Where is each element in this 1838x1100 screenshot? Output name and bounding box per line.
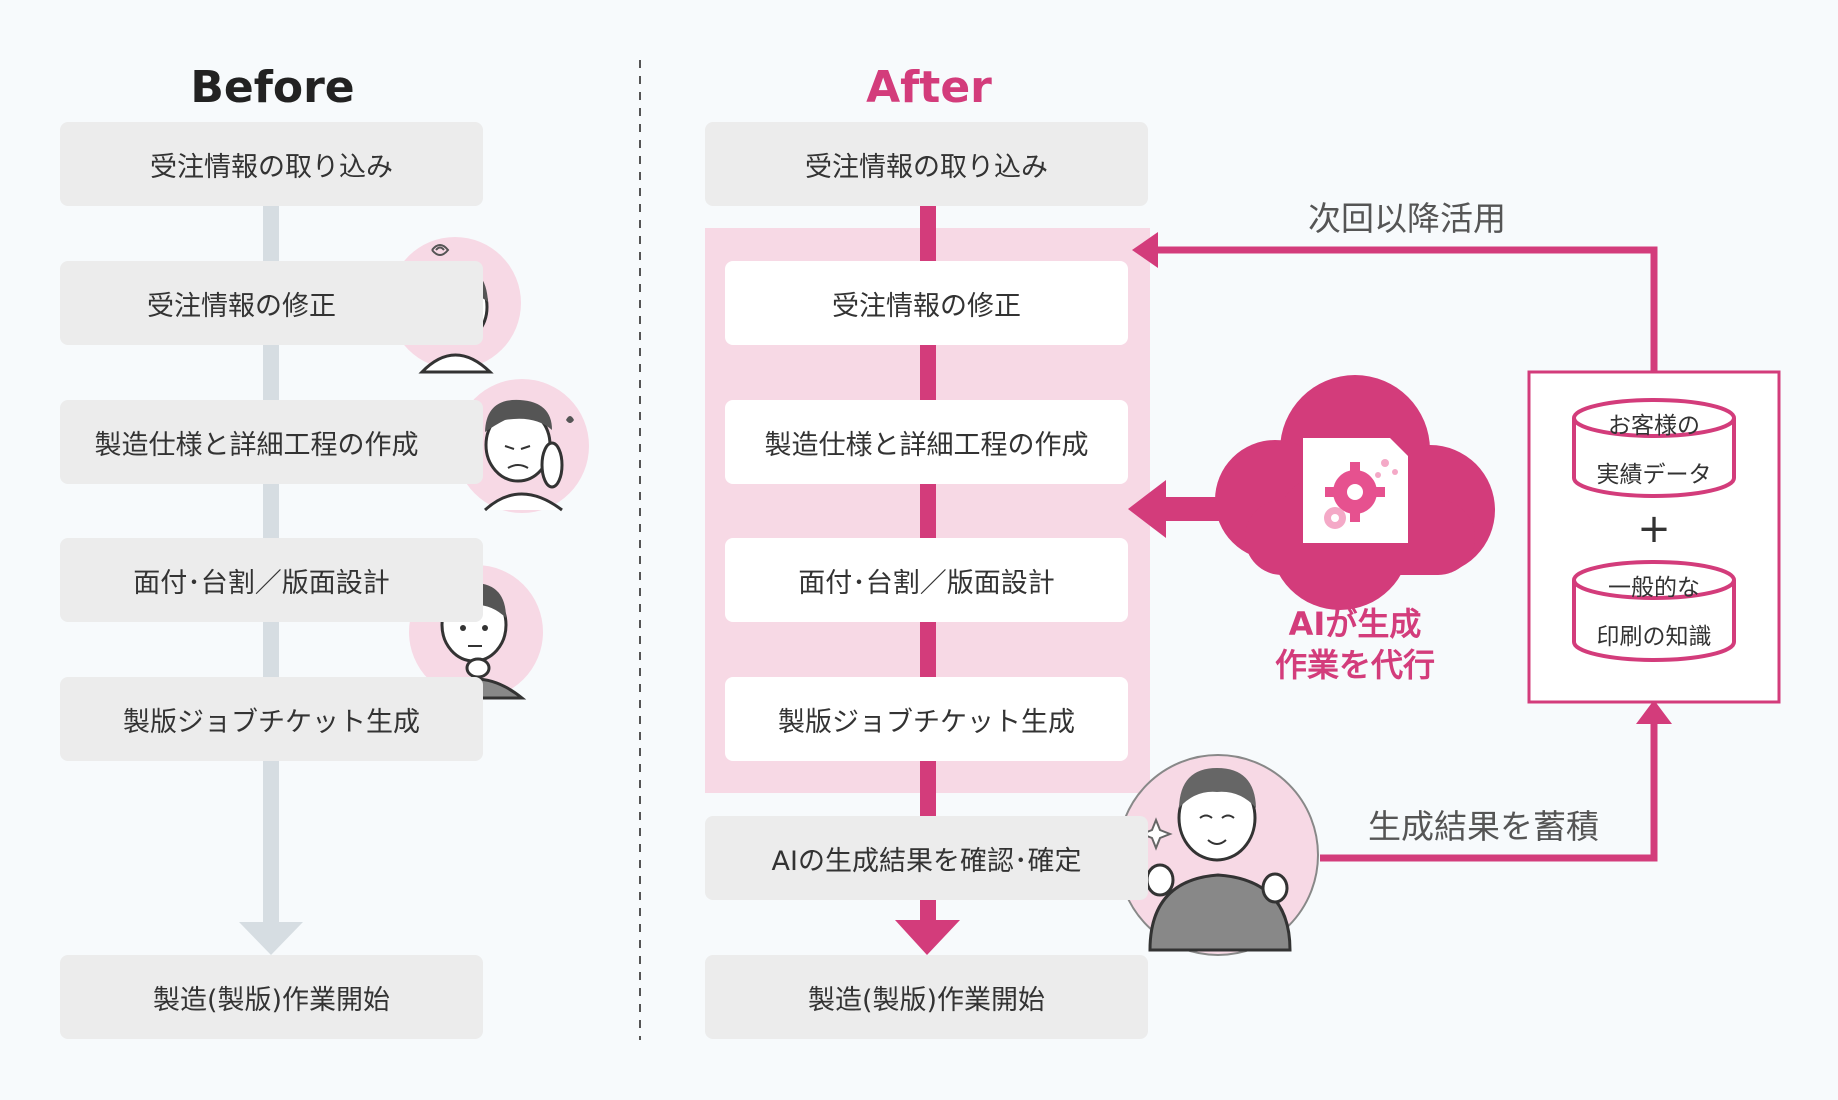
before-step-jobticket: 製版ジョブチケット生成	[60, 677, 483, 761]
after-arrow-head	[895, 920, 960, 955]
ai-document-icon	[1303, 438, 1408, 543]
ai-label: AIが生成 作業を代行	[1245, 604, 1465, 686]
plus-sign: +	[1637, 506, 1671, 552]
after-step-jobticket: 製版ジョブチケット生成	[725, 677, 1128, 761]
db-cylinder-2	[1572, 560, 1736, 662]
ai-arrow-line	[1160, 497, 1250, 521]
worker-stressed-avatar	[455, 379, 589, 513]
after-title: After	[866, 62, 992, 113]
after-step-review: AIの生成結果を確認･確定	[705, 816, 1148, 900]
before-step-import: 受注情報の取り込み	[60, 122, 483, 206]
before-step-final: 製造(製版)作業開始	[60, 955, 483, 1039]
reuse-label: 次回以降活用	[1308, 199, 1506, 238]
accumulate-arrow-head	[1636, 700, 1672, 724]
before-step-imposition: 面付･台割／版面設計	[60, 538, 483, 622]
accumulate-label: 生成結果を蓄積	[1368, 807, 1599, 846]
db2-line1: 一般的な	[1608, 575, 1700, 601]
db-cylinder-1	[1572, 398, 1736, 498]
after-step-imposition: 面付･台割／版面設計	[725, 538, 1128, 622]
before-arrow-head	[239, 922, 303, 955]
reuse-arrow-line	[1148, 246, 1658, 372]
before-step-correct: 受注情報の修正	[60, 261, 483, 345]
ai-arrow-head	[1128, 480, 1166, 538]
before-step-spec: 製造仕様と詳細工程の作成	[60, 400, 483, 484]
ai-label-line1: AIが生成	[1288, 605, 1422, 643]
after-step-final: 製造(製版)作業開始	[705, 955, 1148, 1039]
db2-line2: 印刷の知識	[1596, 624, 1712, 650]
db1-line1: お客様の	[1608, 413, 1700, 439]
after-step-correct: 受注情報の修正	[725, 261, 1128, 345]
reuse-arrow-head	[1132, 232, 1158, 268]
ai-label-line2: 作業を代行	[1274, 646, 1435, 684]
db1-line2: 実績データ	[1596, 462, 1712, 488]
before-title: Before	[190, 62, 355, 113]
after-step-spec: 製造仕様と詳細工程の作成	[725, 400, 1128, 484]
worker-confident-avatar	[1117, 754, 1319, 956]
after-step-import: 受注情報の取り込み	[705, 122, 1148, 206]
accumulate-arrow-line	[1320, 718, 1658, 862]
